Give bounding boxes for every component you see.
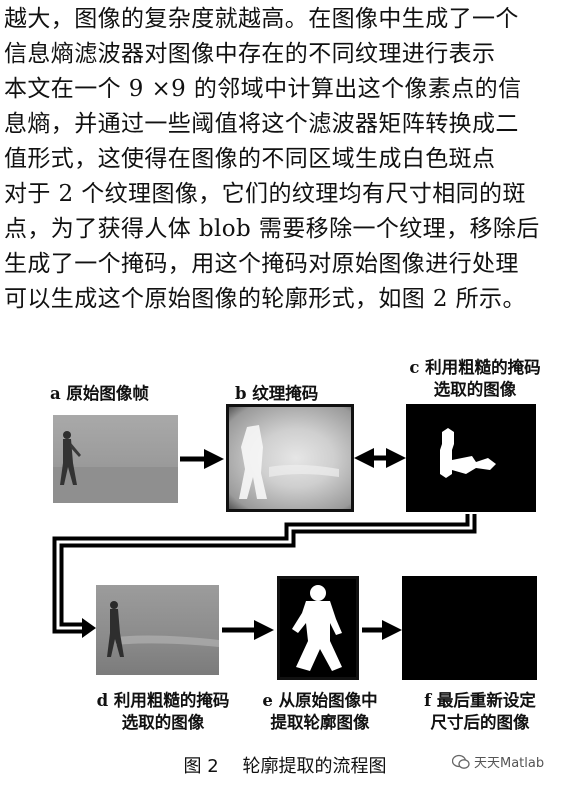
label-d: d 利用粗糙的掩码 选取的图像 — [78, 690, 248, 734]
text-line: 本文在一个 9 ×9 的邻域中计算出这个像素点的信 — [4, 76, 522, 102]
image-b-texture-mask-frame — [226, 404, 354, 512]
wechat-icon — [452, 754, 470, 769]
text-line: 点，为了获得人体 blob 需要移除一个纹理，移除后 — [4, 216, 540, 242]
label-c: c 利用粗糙的掩码 选取的图像 — [385, 357, 565, 401]
image-e-contour-frame — [277, 576, 359, 680]
label-b: b 纹理掩码 — [235, 384, 319, 403]
text-line: 生成了一个掩码，用这个掩码对原始图像进行处理 — [4, 251, 519, 277]
label-e-line1: e 从原始图像中 — [262, 691, 378, 710]
watermark-text: 天天Matlab — [474, 756, 545, 771]
text-line: 值形式，这使得在图像的不同区域生成白色斑点 — [4, 146, 496, 172]
texture-mask-figure — [239, 425, 339, 499]
label-a: a 原始图像帧 — [50, 384, 149, 403]
image-f-final-frame — [402, 576, 537, 680]
label-d-line2: 选取的图像 — [121, 713, 205, 732]
walking-person-figure — [53, 431, 178, 503]
label-f-line2: 尺寸后的图像 — [430, 713, 530, 732]
label-c-line1: c 利用粗糙的掩码 — [409, 358, 541, 377]
text-line: 信息熵滤波器对图像中存在的不同纹理进行表示 — [4, 41, 496, 67]
image-a-original-frame — [53, 415, 178, 503]
text-line: 可以生成这个原始图像的轮廓形式，如图 2 所示。 — [4, 286, 526, 312]
image-c-rough-mask-frame — [406, 404, 536, 512]
connector-c-to-d — [52, 514, 477, 634]
text-line: 息熵，并通过一些阈值将这个滤波器矩阵转换成二 — [4, 111, 519, 137]
text-line: 越大，图像的复杂度就越高。在图像中生成了一个 — [4, 6, 519, 32]
label-c-line2: 选取的图像 — [433, 380, 517, 399]
walking-person-figure-d — [107, 601, 219, 657]
white-blob-figure — [440, 428, 496, 478]
label-e: e 从原始图像中 提取轮廓图像 — [240, 690, 400, 734]
label-f: f 最后重新设定 尺寸后的图像 — [400, 690, 560, 734]
body-paragraph: 越大，图像的复杂度就越高。在图像中生成了一个 信息熵滤波器对图像中存在的不同纹理… — [4, 2, 570, 317]
text-line: 对于 2 个纹理图像，它们的纹理均有尺寸相同的斑 — [4, 181, 526, 207]
image-d-selected-frame — [96, 585, 219, 675]
label-f-line1: f 最后重新设定 — [424, 691, 536, 710]
watermark: 天天Matlab — [452, 752, 544, 771]
white-silhouette-figure — [292, 585, 342, 671]
figure-caption: 图 2 轮廓提取的流程图 — [183, 756, 387, 777]
label-e-line2: 提取轮廓图像 — [270, 713, 370, 732]
label-d-line1: d 利用粗糙的掩码 — [96, 691, 230, 710]
